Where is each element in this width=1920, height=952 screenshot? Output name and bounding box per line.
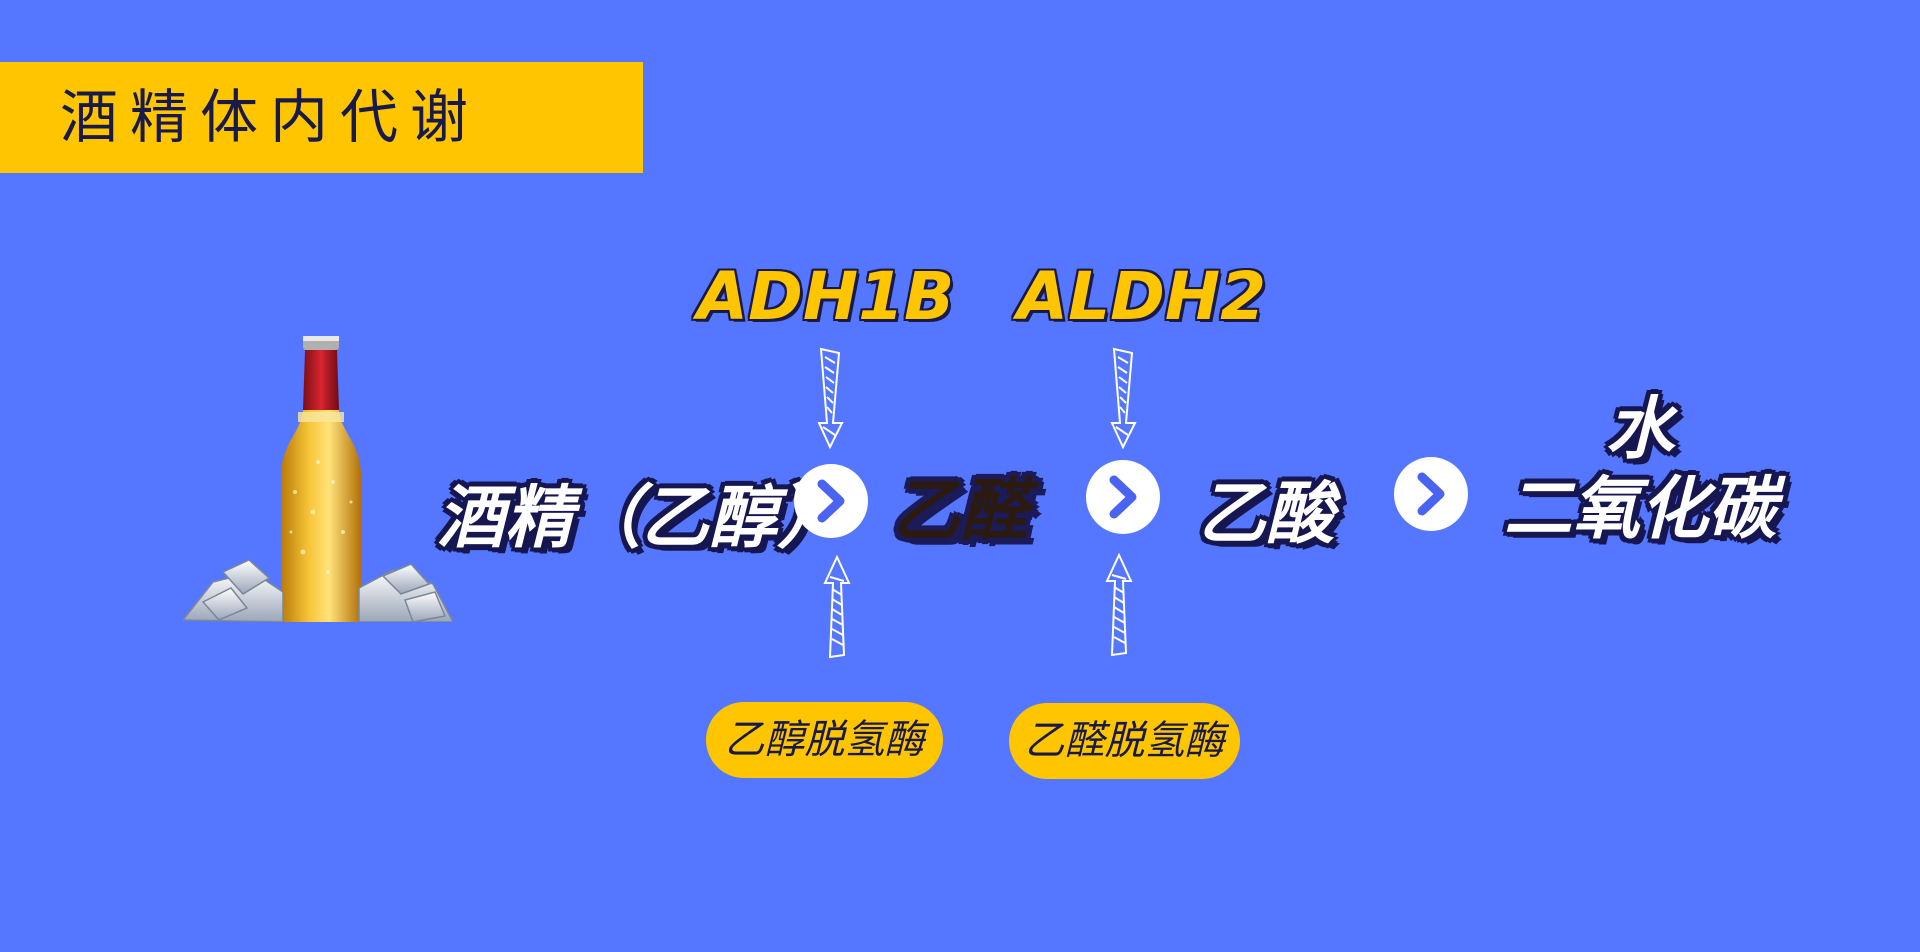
enzyme-pill-aldehyde-dehydrogenase: 乙醛脱氢酶	[1009, 703, 1240, 779]
sketch-arrow-down-icon	[1110, 347, 1137, 450]
compound-carbon-dioxide: 二氧化碳	[1503, 470, 1776, 549]
enzyme-code-aldh2: ALDH2	[1017, 258, 1267, 335]
step-arrow-1	[794, 464, 868, 538]
step-arrow-3	[1394, 457, 1468, 531]
title-banner: 酒精体内代谢	[0, 62, 643, 173]
beer-bottle-icon	[183, 336, 453, 622]
enzyme-code-adh1b: ADH1B	[697, 258, 955, 335]
compound-acetic-acid: 乙酸	[1198, 475, 1335, 554]
chevron-right-icon	[817, 479, 845, 523]
compound-final-products: 水 二氧化碳	[1500, 390, 1780, 550]
sketch-arrow-up-icon	[1105, 553, 1133, 657]
compound-water: 水	[1605, 390, 1674, 469]
page-title: 酒精体内代谢	[60, 83, 481, 151]
chevron-right-icon	[1109, 475, 1137, 519]
enzyme-pill-alcohol-dehydrogenase: 乙醇脱氢酶	[706, 702, 943, 778]
compound-ethanol: 酒精（乙醇）	[437, 479, 846, 558]
sketch-arrow-down-icon	[817, 347, 844, 450]
sketch-arrow-up-icon	[823, 555, 851, 659]
chevron-right-icon	[1417, 472, 1445, 516]
step-arrow-2	[1086, 460, 1160, 534]
compound-acetaldehyde: 乙醛	[892, 472, 1029, 551]
